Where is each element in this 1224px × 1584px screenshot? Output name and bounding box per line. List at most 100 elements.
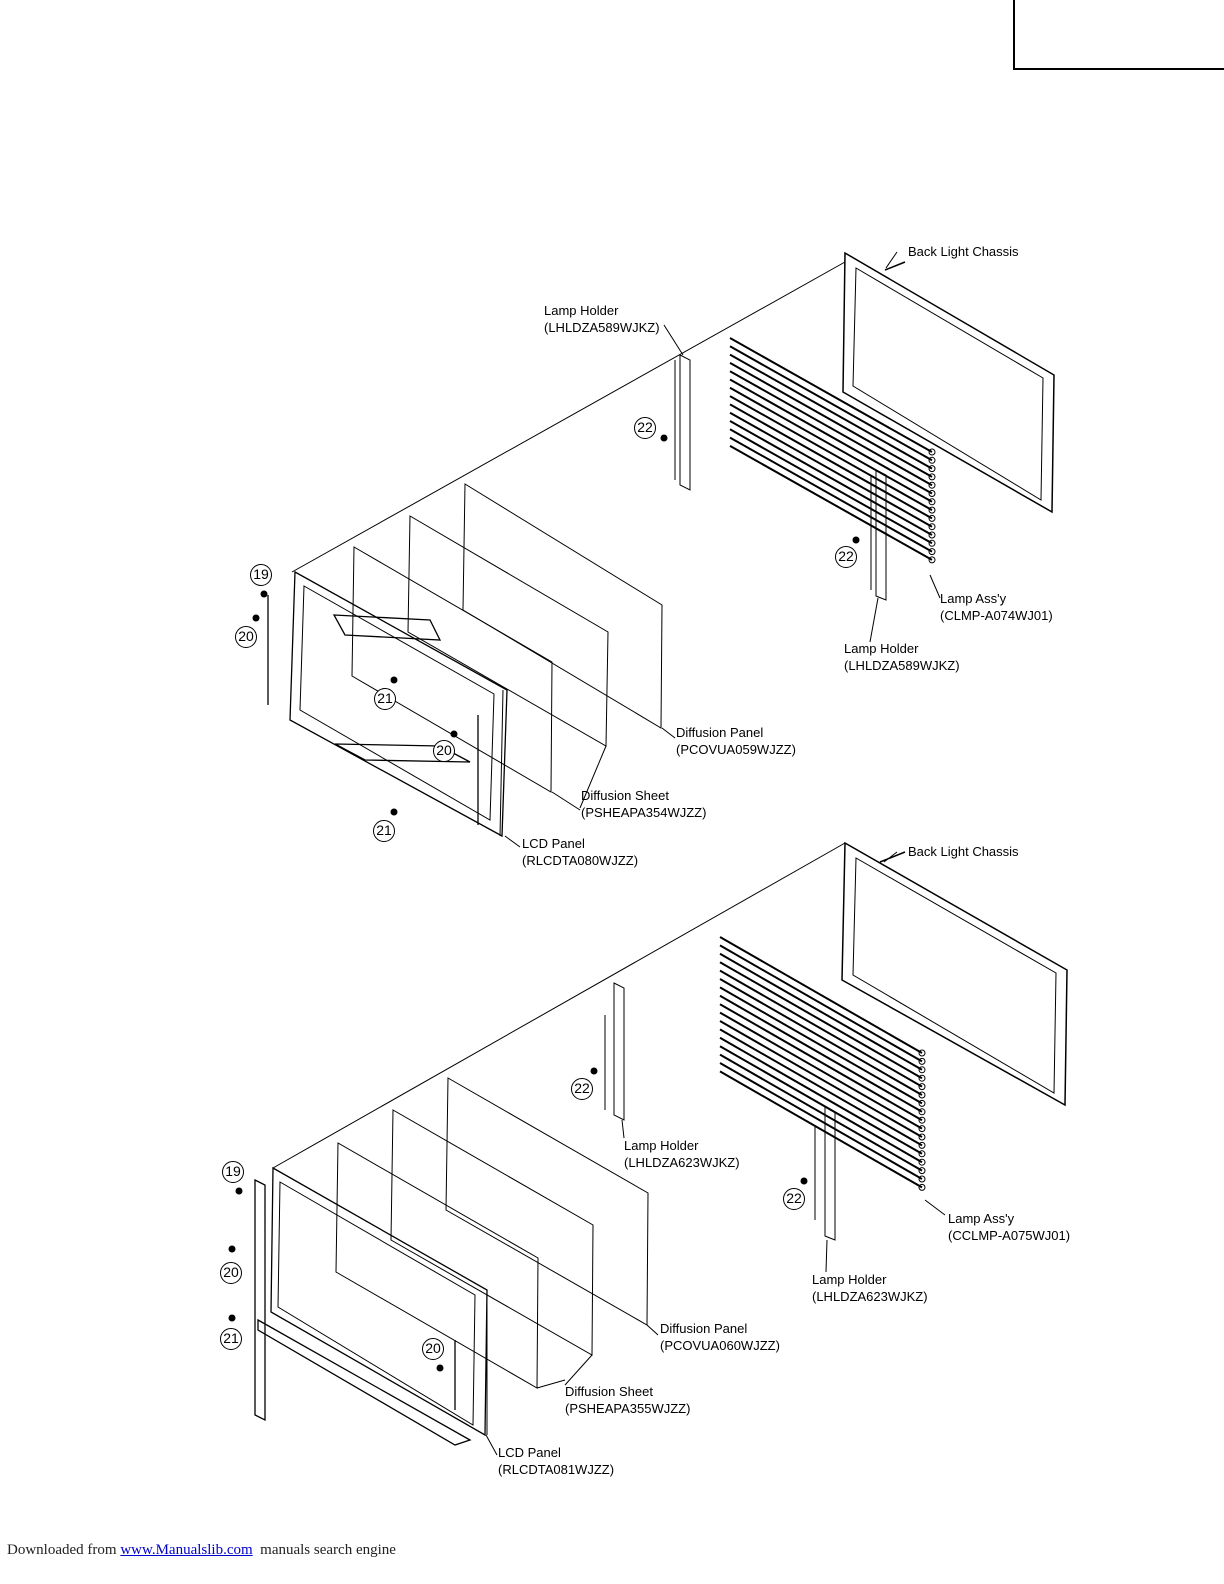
diagram1-lamp-holder-bottom — [870, 469, 887, 601]
d2-lamp-tube — [719, 969, 923, 1088]
d1-lcd-panel-part: (RLCDTA080WJZZ) — [522, 853, 639, 868]
d2-lamp-tube — [719, 1011, 923, 1130]
d2-lamp-end — [918, 1125, 926, 1133]
d1-back-light-chassis-label: Back Light Chassis — [908, 244, 1019, 259]
d2-lamp-tube — [719, 986, 923, 1105]
diagram1-lamp-holder-top — [674, 354, 691, 491]
d1-lamp-end — [928, 473, 936, 481]
diagram1-leaders — [504, 251, 941, 848]
diagram2-lamp-holder-top — [604, 982, 625, 1121]
d2-callout-19: 19 — [222, 1161, 244, 1183]
d2-lamp-end — [918, 1158, 926, 1166]
d2-lamp-tube — [719, 952, 923, 1071]
d2-lamp-end — [918, 1175, 926, 1183]
d1-lamp-end — [928, 539, 936, 547]
screws — [228, 434, 860, 1372]
d1-diffusion-panel-part: (PCOVUA059WJZZ) — [676, 742, 796, 757]
d2-callout-22a: 22 — [571, 1078, 593, 1100]
d1-lamp-assy-part: (CLMP-A074WJ01) — [940, 608, 1053, 623]
diagram1-back-light-chassis — [842, 251, 1055, 514]
d1-lamp-tube — [729, 337, 933, 453]
d2-lamp-end — [918, 1091, 926, 1099]
d2-lcd-panel-name: LCD Panel — [498, 1445, 561, 1460]
footer: Downloaded from www.Manualslib.com manua… — [7, 1542, 396, 1559]
d2-lamp-end — [918, 1108, 926, 1116]
d2-lamp-holder-bottom-part: (LHLDZA623WJKZ) — [812, 1289, 928, 1304]
diagram1-diffusion-sheet-1 — [407, 515, 609, 747]
d2-lamp-tube — [719, 1053, 923, 1172]
d1-diffusion-sheet-part: (PSHEAPA354WJZZ) — [581, 805, 707, 820]
d2-lamp-end — [918, 1049, 926, 1057]
d2-lamp-holder-bottom-name: Lamp Holder — [812, 1272, 887, 1287]
d1-diffusion-sheet-name: Diffusion Sheet — [581, 788, 669, 803]
footer-prefix: Downloaded from — [7, 1542, 117, 1558]
d2-lcd-panel-part: (RLCDTA081WJZZ) — [498, 1462, 615, 1477]
d1-callout-22a: 22 — [634, 417, 656, 439]
d2-lamp-end — [918, 1150, 926, 1158]
d2-diffusion-sheet-part: (PSHEAPA355WJZZ) — [565, 1401, 691, 1416]
d1-lamp-tube — [729, 386, 933, 503]
d1-lamp-end — [928, 548, 936, 556]
d2-lamp-assy-part: (CCLMP-A075WJ01) — [948, 1228, 1071, 1243]
d1-diffusion-sheet-label: Diffusion Sheet (PSHEAPA354WJZZ) — [581, 787, 706, 821]
diagram2-lamps — [719, 936, 926, 1191]
d1-diffusion-panel-name: Diffusion Panel — [676, 725, 764, 740]
d1-lamp-holder-top-label: Lamp Holder (LHLDZA589WJKZ) — [544, 302, 660, 336]
d2-lamp-tube — [719, 1036, 923, 1155]
d2-lamp-end — [918, 1133, 926, 1141]
d2-lamp-tube — [719, 994, 923, 1113]
d2-lamp-end — [918, 1183, 926, 1191]
diagram2-lcd-panel — [254, 1166, 488, 1446]
d2-lamp-end — [918, 1057, 926, 1065]
d2-callout-21: 21 — [220, 1328, 242, 1350]
d2-lamp-end — [918, 1141, 926, 1149]
d2-lamp-tube — [719, 1020, 923, 1138]
d1-lcd-panel-label: LCD Panel (RLCDTA080WJZZ) — [522, 835, 638, 869]
diagram1-diffusion-sheet-2 — [351, 546, 553, 793]
d1-lamp-tube — [729, 353, 933, 470]
d1-diffusion-panel-label: Diffusion Panel (PCOVUA059WJZZ) — [676, 724, 796, 758]
d1-lamp-assy-label: Lamp Ass'y (CLMP-A074WJ01) — [940, 590, 1053, 624]
d2-back-light-chassis-label: Back Light Chassis — [908, 844, 1019, 859]
diagram2-lamp-holder-bottom — [814, 1106, 836, 1241]
d1-callout-22b: 22 — [835, 546, 857, 568]
d1-lamp-tube — [729, 428, 933, 545]
corner-frame — [1013, 0, 1224, 70]
d2-callout-20a: 20 — [220, 1262, 242, 1284]
d1-lamp-tube — [729, 370, 933, 487]
d2-lamp-end — [918, 1066, 926, 1074]
footer-suffix: manuals search engine — [260, 1542, 396, 1558]
d2-diffusion-panel-label: Diffusion Panel (PCOVUA060WJZZ) — [660, 1320, 780, 1354]
d1-lamp-holder-bottom-label: Lamp Holder (LHLDZA589WJKZ) — [844, 640, 960, 674]
d1-lamp-tube — [729, 403, 933, 520]
d2-lamp-end — [918, 1116, 926, 1124]
d1-lcd-panel-name: LCD Panel — [522, 836, 585, 851]
d2-callout-22b: 22 — [783, 1188, 805, 1210]
d1-lamp-holder-top-part: (LHLDZA589WJKZ) — [544, 320, 660, 335]
d1-lamp-tube — [729, 420, 933, 536]
diagram1-lamps — [729, 337, 936, 564]
d2-lamp-end — [918, 1099, 926, 1107]
d2-lamp-tube — [719, 961, 923, 1080]
d2-lamp-end — [918, 1074, 926, 1082]
d1-callout-20a: 20 — [235, 626, 257, 648]
d2-lamp-tube — [719, 944, 923, 1063]
d1-lamp-end — [928, 531, 936, 539]
footer-link[interactable]: www.Manualslib.com — [120, 1542, 253, 1558]
d1-lamp-end — [928, 506, 936, 514]
diagram2-diffusion-sheet-1 — [390, 1109, 594, 1356]
d2-lamp-holder-bottom-label: Lamp Holder (LHLDZA623WJKZ) — [812, 1271, 928, 1305]
diagram2-back-light-chassis — [841, 841, 1068, 1107]
d2-callout-20b: 20 — [422, 1338, 444, 1360]
d1-lamp-holder-bottom-name: Lamp Holder — [844, 641, 919, 656]
d2-lcd-panel-label: LCD Panel (RLCDTA081WJZZ) — [498, 1444, 614, 1478]
d1-callout-19: 19 — [250, 564, 272, 586]
d2-diffusion-sheet-name: Diffusion Sheet — [565, 1384, 653, 1399]
diagram2-leaders — [485, 851, 946, 1456]
d1-callout-21b: 21 — [373, 820, 395, 842]
d1-lamp-tube — [729, 362, 933, 478]
d1-lamp-end — [928, 523, 936, 531]
d2-lamp-tube — [719, 936, 923, 1054]
d2-lamp-end — [918, 1167, 926, 1175]
d1-lamp-end — [928, 514, 936, 522]
